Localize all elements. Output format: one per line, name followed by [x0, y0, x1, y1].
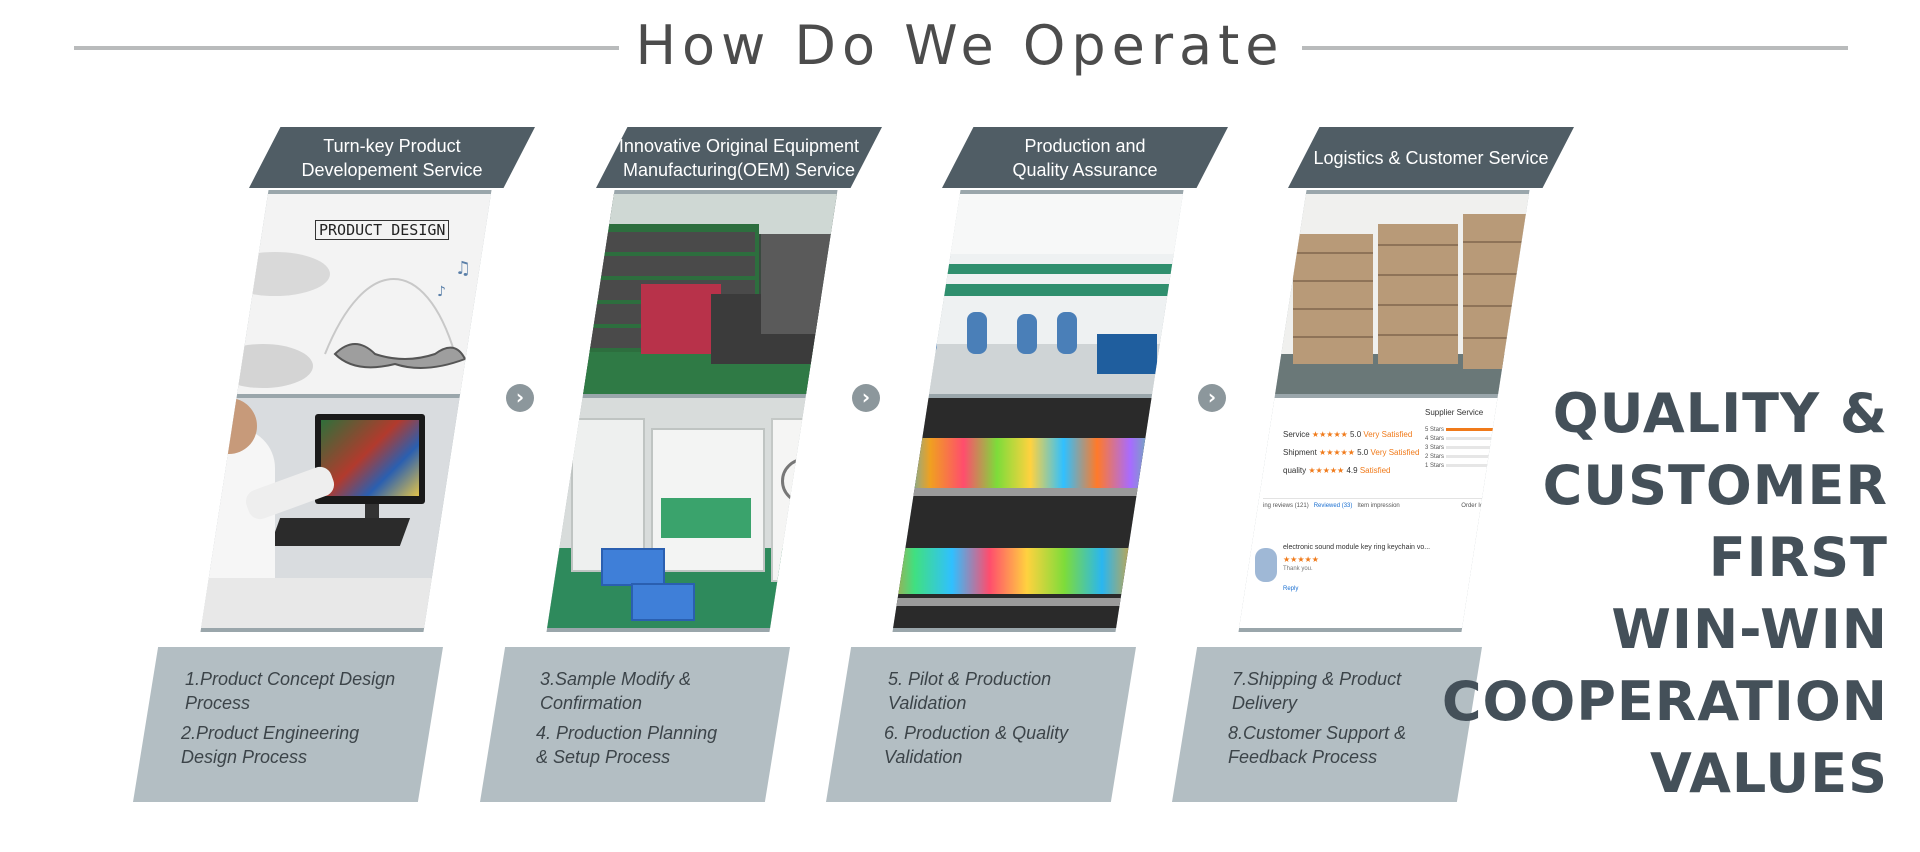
column-header: Innovative Original Equipment Manufactur… [596, 127, 882, 188]
review-row-label: Shipment [1283, 448, 1317, 457]
column-header-text: Turn-key Product Developement Service [301, 135, 483, 180]
review-status: Satisfied [1359, 466, 1391, 475]
mold-workshop-photo [546, 194, 838, 394]
column-header: Production and Quality Assurance [942, 127, 1228, 188]
title-rule-right [1302, 46, 1848, 50]
slogan-line: CUSTOMER [1542, 454, 1888, 517]
chevron-right-circle-icon: › [852, 384, 880, 412]
review-tab[interactable]: Reviewed (33) [1313, 503, 1353, 509]
music-note-icon: ♫ [455, 258, 471, 279]
review-score: 5.0 [1357, 448, 1369, 457]
production-line-photo: A [546, 398, 838, 628]
review-status: Very Satisfied [1370, 448, 1420, 457]
review-status: Very Satisfied [1363, 430, 1413, 439]
column-header-text: Innovative Original Equipment Manufactur… [618, 135, 860, 180]
review-thanks: Thank you. [1283, 566, 1313, 572]
photo-frame: A [546, 190, 838, 632]
monitor-screen [321, 420, 419, 496]
blue-crate [631, 583, 695, 621]
photo-frame [892, 190, 1184, 632]
step-text: 6. Production & Quality Validation [884, 723, 1069, 767]
product-design-label: PRODUCT DESIGN [315, 220, 450, 240]
assembly-line-photo [892, 194, 1184, 394]
step-text: 8.Customer Support & Feedback Process [1228, 723, 1407, 767]
star-icon: ★★★★★ [1319, 448, 1355, 457]
machine-letter: A [781, 458, 827, 504]
keyboard [269, 518, 411, 546]
step-text: 1.Product Concept Design Process [185, 669, 396, 713]
review-row-label: Service [1283, 430, 1310, 439]
column-product-development: Turn-key Product Developement Service PR… [133, 0, 535, 852]
red-machine [641, 284, 721, 354]
review-left-panel: Service ★★★★★ 5.0 Very Satisfied Shipmen… [1283, 426, 1419, 480]
step-text: 4. Production Planning & Setup Process [536, 723, 718, 767]
slogan: QUALITY & CUSTOMER FIRST WIN-WIN COOPERA… [1442, 378, 1888, 810]
column-logistics: Logistics & Customer Service Service ★★★… [1172, 0, 1574, 852]
slogan-line: VALUES [1649, 742, 1888, 805]
led-keychains-row [897, 438, 1184, 488]
column-quality-assurance: Production and Quality Assurance 5. Pilo… [826, 0, 1228, 852]
step-text: 5. Pilot & Production Validation [888, 669, 1052, 713]
column-header-text: Logistics & Customer Service [1313, 147, 1549, 168]
photo-frame: PRODUCT DESIGN ♫ ♪ [200, 190, 492, 632]
column-header: Logistics & Customer Service [1288, 127, 1574, 188]
carton-stack [1463, 214, 1530, 369]
review-row-label: quality [1283, 466, 1307, 475]
step-text: 3.Sample Modify & Confirmation [540, 669, 692, 713]
chevron-right-circle-icon: › [1198, 384, 1226, 412]
page-title: How Do We Operate [635, 14, 1285, 77]
review-tab[interactable]: ing reviews (121) [1263, 503, 1309, 509]
star-icon: ★★★★★ [1308, 466, 1345, 475]
step-text: 2.Product Engineering Design Process [181, 723, 360, 767]
slogan-line: WIN-WIN [1611, 598, 1888, 661]
steps-card: 5. Pilot & Production Validation 6. Prod… [826, 647, 1136, 802]
review-heading: Supplier Service [1425, 408, 1484, 417]
column-header: Turn-key Product Developement Service [249, 127, 535, 188]
steps-card: 7.Shipping & Product Delivery 8.Customer… [1172, 647, 1482, 802]
product-thumbnail [1255, 548, 1277, 582]
star-icon: ★★★★★ [1311, 430, 1348, 439]
led-keychain-testing-photo [892, 398, 1184, 628]
music-note-icon: ♪ [437, 284, 446, 300]
review-score: 4.9 [1346, 466, 1358, 475]
slogan-line: QUALITY & [1552, 382, 1888, 445]
blue-crate [601, 548, 665, 586]
step-text: 7.Shipping & Product Delivery [1232, 669, 1402, 713]
reply-link[interactable]: Reply [1283, 586, 1299, 592]
warehouse-photo [1238, 194, 1530, 394]
product-design-photo: PRODUCT DESIGN ♫ ♪ [200, 194, 492, 394]
column-header-text: Production and Quality Assurance [1012, 135, 1158, 180]
review-tab[interactable]: Item impression [1357, 503, 1400, 509]
title-rule-left [74, 46, 619, 50]
star-bar-fill [1445, 427, 1506, 431]
steps-card: 1.Product Concept Design Process 2.Produ… [133, 647, 443, 802]
review-product-title[interactable]: electronic sound module key ring keychai… [1283, 544, 1431, 551]
carton-stack [1378, 224, 1458, 364]
steps-card: 3.Sample Modify & Confirmation 4. Produc… [480, 647, 790, 802]
column-oem-service: Innovative Original Equipment Manufactur… [480, 0, 882, 852]
slogan-line: FIRST [1708, 526, 1888, 589]
chevron-right-circle-icon: › [506, 384, 534, 412]
star-icon: ★★★★★ [1283, 555, 1319, 564]
product-sketch: ♫ ♪ [215, 252, 471, 388]
slogan-line: COOPERATION [1441, 670, 1888, 733]
led-keychains-row [892, 548, 1177, 594]
engineer-cad-photo [200, 398, 492, 628]
carton-stack [1293, 234, 1373, 364]
review-score: 5.0 [1350, 430, 1362, 439]
